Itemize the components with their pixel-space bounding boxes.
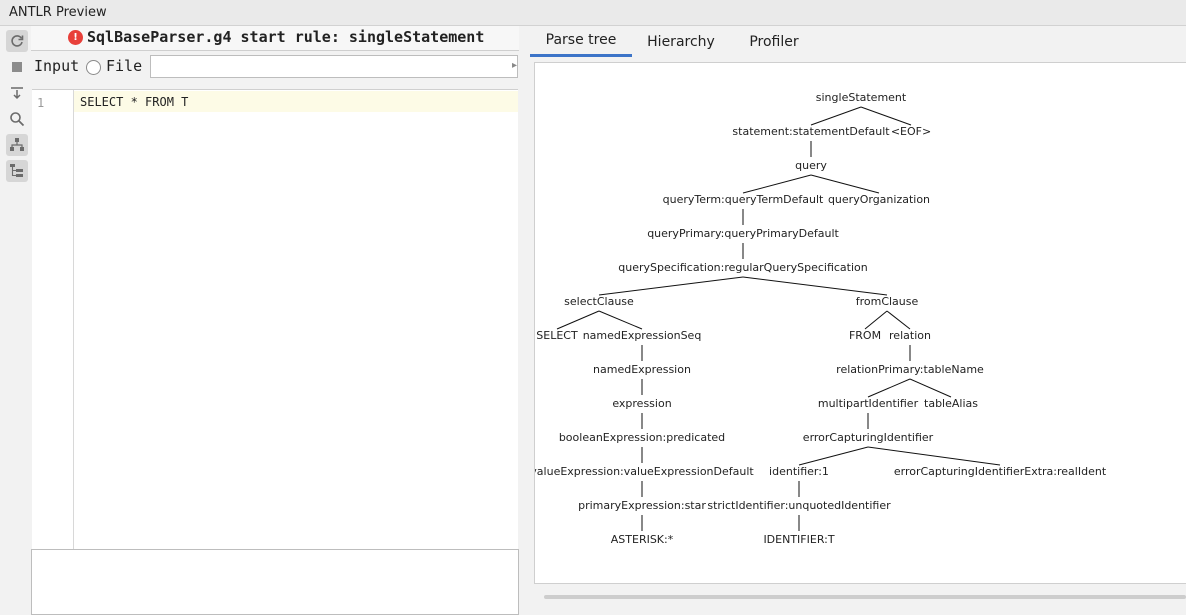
horizontal-scrollbar[interactable]	[544, 595, 1186, 599]
tree-node-n1[interactable]: statement:statementDefault	[732, 125, 890, 138]
console-output[interactable]	[31, 549, 519, 615]
window-titlebar: ANTLR Preview	[0, 0, 1186, 26]
tree-edge	[742, 174, 812, 194]
tree-edge	[598, 276, 744, 296]
file-path-field[interactable]: ▸	[150, 55, 518, 78]
tree-node-n23[interactable]: errorCapturingIdentifierExtra:realIdent	[894, 465, 1107, 478]
grammar-header: ! SqlBaseParser.g4 start rule: singleSta…	[31, 26, 519, 51]
tree-edge	[810, 106, 862, 126]
input-source-row: Input File ▸	[31, 54, 519, 80]
side-toolbar	[0, 26, 31, 615]
grammar-start-rule-text: SqlBaseParser.g4 start rule: singleState…	[87, 28, 485, 46]
input-editor[interactable]: 1 SELECT * FROM T	[32, 89, 518, 550]
tree-node-n9[interactable]: fromClause	[856, 295, 919, 308]
tab-parse-tree[interactable]: Parse tree	[530, 26, 632, 57]
hierarchy-icon[interactable]	[6, 160, 28, 182]
tree-node-n10[interactable]: SELECT	[536, 329, 578, 342]
tree-node-n17[interactable]: multipartIdentifier	[818, 397, 919, 410]
tab-profiler[interactable]: Profiler	[749, 33, 799, 50]
tree-node-n12[interactable]: FROM	[849, 329, 881, 342]
tree-icon[interactable]	[6, 134, 28, 156]
current-line-highlight	[74, 91, 518, 112]
tree-node-n25[interactable]: strictIdentifier:unquotedIdentifier	[707, 499, 891, 512]
tree-edge	[810, 174, 880, 194]
parse-tree: singleStatement statement:statementDefaul…	[530, 91, 1107, 546]
tree-node-n22[interactable]: identifier:1	[769, 465, 829, 478]
tree-node-n15[interactable]: relationPrimary:tableName	[836, 363, 984, 376]
tree-node-n7[interactable]: querySpecification:regularQuerySpecifica…	[618, 261, 867, 274]
tree-edge	[742, 276, 888, 296]
tree-edge	[556, 310, 600, 330]
tree-node-n2[interactable]: <EOF>	[891, 125, 931, 138]
input-code[interactable]: SELECT * FROM T	[80, 95, 189, 109]
tree-node-n0[interactable]: singleStatement	[816, 91, 907, 104]
tree-node-n5[interactable]: queryOrganization	[828, 193, 930, 206]
tree-edge	[864, 310, 888, 330]
tree-node-n24[interactable]: primaryExpression:star	[578, 499, 706, 512]
file-label: File	[106, 57, 143, 75]
tree-node-n16[interactable]: expression	[612, 397, 671, 410]
tree-node-n8[interactable]: selectClause	[564, 295, 634, 308]
tree-node-n6[interactable]: queryPrimary:queryPrimaryDefault	[647, 227, 839, 240]
tree-node-n3[interactable]: query	[795, 159, 827, 172]
error-icon: !	[68, 30, 83, 45]
tree-edge	[867, 378, 911, 398]
tree-edge	[860, 106, 912, 126]
refresh-icon[interactable]	[6, 30, 28, 52]
line-number: 1	[37, 96, 45, 110]
line-gutter: 1	[32, 90, 74, 550]
tab-hierarchy[interactable]: Hierarchy	[647, 33, 715, 50]
tree-node-n4[interactable]: queryTerm:queryTermDefault	[663, 193, 824, 206]
tree-node-n26[interactable]: ASTERISK:*	[611, 533, 674, 546]
file-radio[interactable]	[86, 60, 101, 75]
parse-tree-canvas[interactable]: singleStatement statement:statementDefaul…	[530, 62, 1186, 584]
tree-pane: Parse tree Hierarchy Profiler singleStat…	[526, 26, 1186, 615]
field-scroll-icon: ▸	[511, 60, 517, 71]
stop-icon[interactable]	[6, 56, 28, 78]
tree-node-n18[interactable]: tableAlias	[924, 397, 978, 410]
tree-node-n14[interactable]: namedExpression	[593, 363, 691, 376]
tree-edge	[867, 446, 1001, 466]
input-pane: ! SqlBaseParser.g4 start rule: singleSta…	[31, 26, 519, 615]
tree-node-n11[interactable]: namedExpressionSeq	[583, 329, 702, 342]
tree-edge	[798, 446, 869, 466]
tree-node-n20[interactable]: errorCapturingIdentifier	[803, 431, 934, 444]
tab-bar: Parse tree Hierarchy Profiler	[526, 26, 1186, 58]
window-title: ANTLR Preview	[9, 5, 107, 20]
tree-node-n27[interactable]: IDENTIFIER:T	[763, 533, 834, 546]
tree-node-n19[interactable]: booleanExpression:predicated	[559, 431, 725, 444]
tree-edge	[909, 378, 952, 398]
tree-node-n21[interactable]: valueExpression:valueExpressionDefault	[530, 465, 754, 478]
input-label: Input	[34, 57, 80, 75]
find-icon[interactable]	[6, 108, 28, 130]
import-icon[interactable]	[6, 82, 28, 104]
tree-edge	[886, 310, 911, 330]
tree-edge	[598, 310, 643, 330]
tree-node-n13[interactable]: relation	[889, 329, 931, 342]
